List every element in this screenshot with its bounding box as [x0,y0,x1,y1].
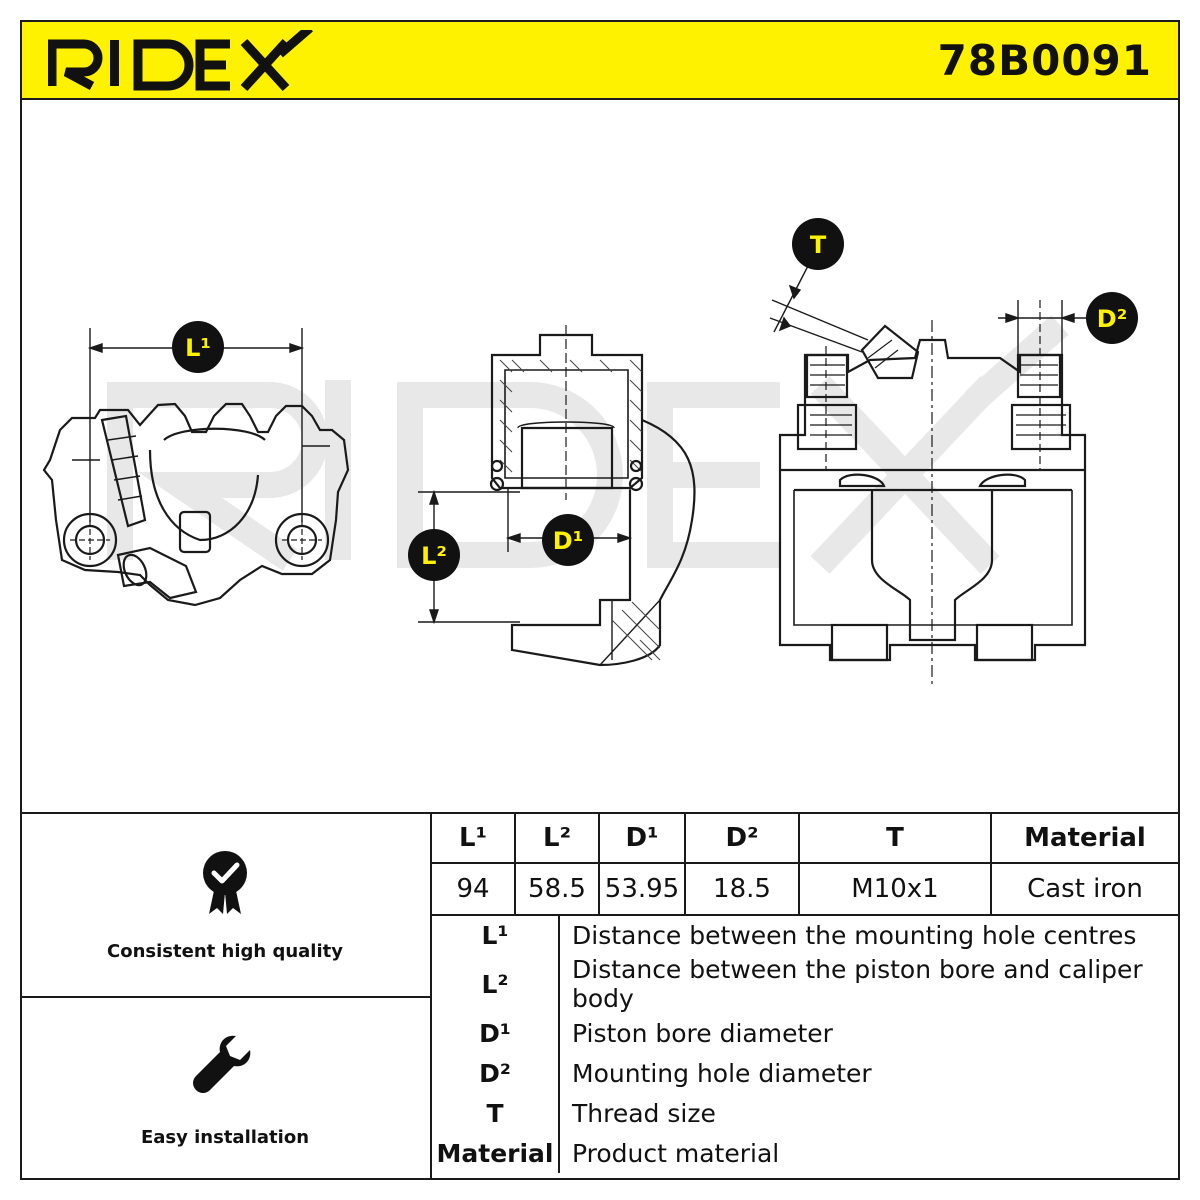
svg-text:T: T [810,231,827,259]
legend-symbol: Material [432,1133,560,1173]
svg-text:D²: D² [1097,305,1127,333]
value-cell: Cast iron [990,862,1180,916]
feature-caption: Easy installation [140,1127,310,1148]
legend-row: L² Distance between the piston bore and … [432,955,1178,1013]
caliper-front-view [42,402,350,607]
label-badge-t: T [792,218,844,270]
svg-text:D¹: D¹ [553,527,583,555]
caliper-section-view [489,325,696,667]
value-cell: M10x1 [798,862,992,916]
legend-description: Mounting hole diameter [572,1058,872,1088]
value-cell: 94 [430,862,516,916]
legend-description: Piston bore diameter [572,1018,833,1048]
header-cell: Material [990,812,1180,864]
caliper-side-view [778,300,1087,688]
legend-symbol: D² [432,1053,560,1093]
legend-row: D² Mounting hole diameter [432,1053,1178,1093]
svg-text:L²: L² [421,542,447,570]
header-bar: 78B0091 [20,20,1180,100]
header-cell: L² [514,812,600,864]
feature-installation: Easy installation [20,1030,430,1148]
wrench-icon [193,1035,251,1093]
legend-symbol: D¹ [432,1013,560,1053]
specs-header-row: L¹ L² D¹ D² T Material [430,812,1180,864]
dimension-d2 [998,300,1086,360]
legend-row: T Thread size [432,1093,1178,1133]
legend-symbol: T [432,1093,560,1133]
part-number: 78B0091 [937,36,1152,85]
legend-description: Product material [572,1138,780,1168]
dimension-l2 [418,489,520,625]
legend-row: D¹ Piston bore diameter [432,1013,1178,1053]
specs-value-row: 94 58.5 53.95 18.5 M10x1 Cast iron [430,862,1180,916]
header-cell: T [798,812,992,864]
specs-table: L¹ L² D¹ D² T Material 94 58.5 53.95 18.… [430,812,1180,916]
header-cell: D² [684,812,800,864]
label-badge-l2: L² [408,529,460,581]
header-cell: D¹ [598,812,686,864]
feature-caption: Consistent high quality [107,941,343,962]
legend-row: Material Product material [432,1133,1178,1173]
label-badge-l1: L¹ [172,321,224,373]
header-cell: L¹ [430,812,516,864]
dimension-t [769,261,869,353]
value-cell: 53.95 [598,862,686,916]
svg-text:L¹: L¹ [185,334,211,362]
legend-description: Distance between the mounting hole centr… [572,920,1137,950]
legend-symbol: L² [432,955,560,1013]
legend-table: L¹ Distance between the mounting hole ce… [432,915,1178,1173]
value-cell: 18.5 [684,862,800,916]
feature-divider [20,996,432,998]
legend-row: L¹ Distance between the mounting hole ce… [432,915,1178,955]
quality-badge-icon [203,851,247,914]
feature-quality: Consistent high quality [20,848,430,962]
technical-drawing: L¹ L² D¹ D² T [42,218,1138,688]
legend-description: Distance between the piston bore and cal… [572,955,1143,1013]
legend-symbol: L¹ [432,915,560,955]
value-cell: 58.5 [514,862,600,916]
label-badge-d2: D² [1086,292,1138,344]
label-badge-d1: D¹ [542,514,594,566]
legend-description: Thread size [572,1098,716,1128]
brand-logo [48,30,313,92]
